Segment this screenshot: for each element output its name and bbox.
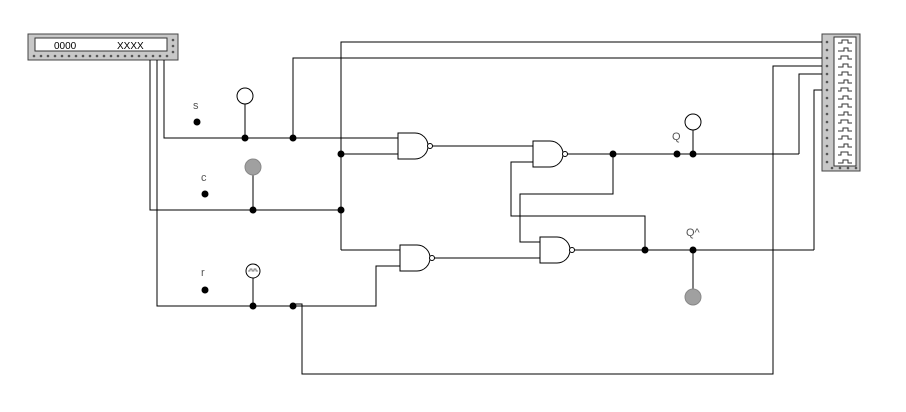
nand-gate-3[interactable] — [532, 140, 568, 168]
wire-feedback-q — [519, 154, 614, 243]
wire-s-to-analyzer — [292, 57, 822, 138]
word-generator[interactable]: 0000 XXXX — [27, 33, 179, 61]
label-r: r — [201, 267, 205, 279]
label-c: c — [201, 172, 207, 184]
word-generator-value: XXXX — [117, 41, 144, 52]
wire-qnot-to-analyzer — [813, 89, 822, 250]
nand-gate-2[interactable] — [399, 244, 435, 272]
wire-feedback-qnot — [510, 161, 646, 250]
logic-analyzer-pins — [825, 40, 858, 170]
word-generator-pins — [32, 38, 175, 58]
wire-s-input — [163, 60, 398, 139]
nand-gate-4[interactable] — [539, 236, 575, 264]
wire-c-input — [149, 60, 341, 211]
s-probe[interactable] — [236, 87, 254, 105]
wire-c-to-analyzer — [340, 41, 822, 250]
nand-gate-1[interactable] — [397, 132, 433, 160]
wire-r-input — [156, 60, 400, 307]
label-s: s — [193, 100, 199, 112]
wire-r-to-analyzer — [293, 65, 822, 375]
s-node-marker — [193, 118, 201, 126]
label-q: Q — [672, 131, 681, 143]
c-probe[interactable] — [244, 158, 262, 176]
wire-q-to-analyzer — [798, 73, 822, 154]
word-generator-address: 0000 — [54, 41, 77, 52]
logic-analyzer-traces — [838, 39, 852, 164]
c-node-marker — [201, 190, 209, 198]
label-q-not: Q^ — [686, 227, 701, 239]
junctions — [241, 134, 697, 310]
wires — [149, 41, 822, 375]
r-node-marker — [201, 286, 209, 294]
logic-analyzer[interactable] — [821, 33, 861, 172]
qnot-probe[interactable] — [684, 288, 702, 306]
r-probe[interactable] — [245, 263, 261, 279]
q-probe[interactable] — [684, 113, 702, 131]
